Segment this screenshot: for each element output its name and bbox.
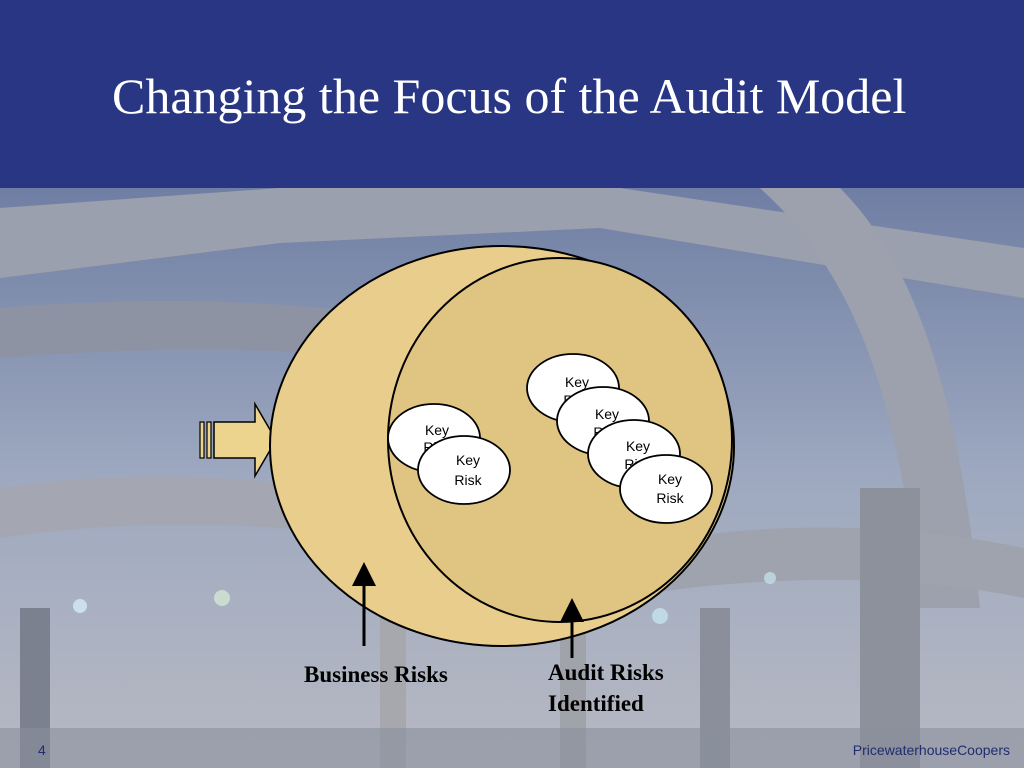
key-risk-label: Risk	[454, 472, 482, 488]
business-risks-label: Business Risks	[304, 662, 448, 687]
brand-footer: PricewaterhouseCoopers	[852, 742, 1010, 758]
focus-arrow	[199, 401, 277, 479]
page-number: 4	[38, 742, 46, 758]
key-risk-label: Key	[425, 422, 449, 438]
key-risk-label: Key	[626, 438, 650, 454]
business-risks-pointer	[352, 562, 376, 646]
key-risk-bubble: Key Risk	[417, 435, 511, 505]
key-risk-label: Risk	[656, 490, 684, 506]
key-risk-label: Key	[658, 471, 682, 487]
audit-risks-label-line2: Identified	[548, 691, 644, 716]
slide-title: Changing the Focus of the Audit Model	[112, 68, 907, 124]
key-risk-label: Key	[565, 374, 589, 390]
key-risk-bubble: Key Risk	[619, 454, 713, 524]
audit-risks-pointer	[560, 598, 584, 658]
title-bar: Changing the Focus of the Audit Model	[0, 0, 1024, 188]
key-risk-label: Key	[456, 452, 480, 468]
key-risk-label: Key	[595, 406, 619, 422]
audit-risks-label: Audit Risks	[548, 660, 664, 685]
